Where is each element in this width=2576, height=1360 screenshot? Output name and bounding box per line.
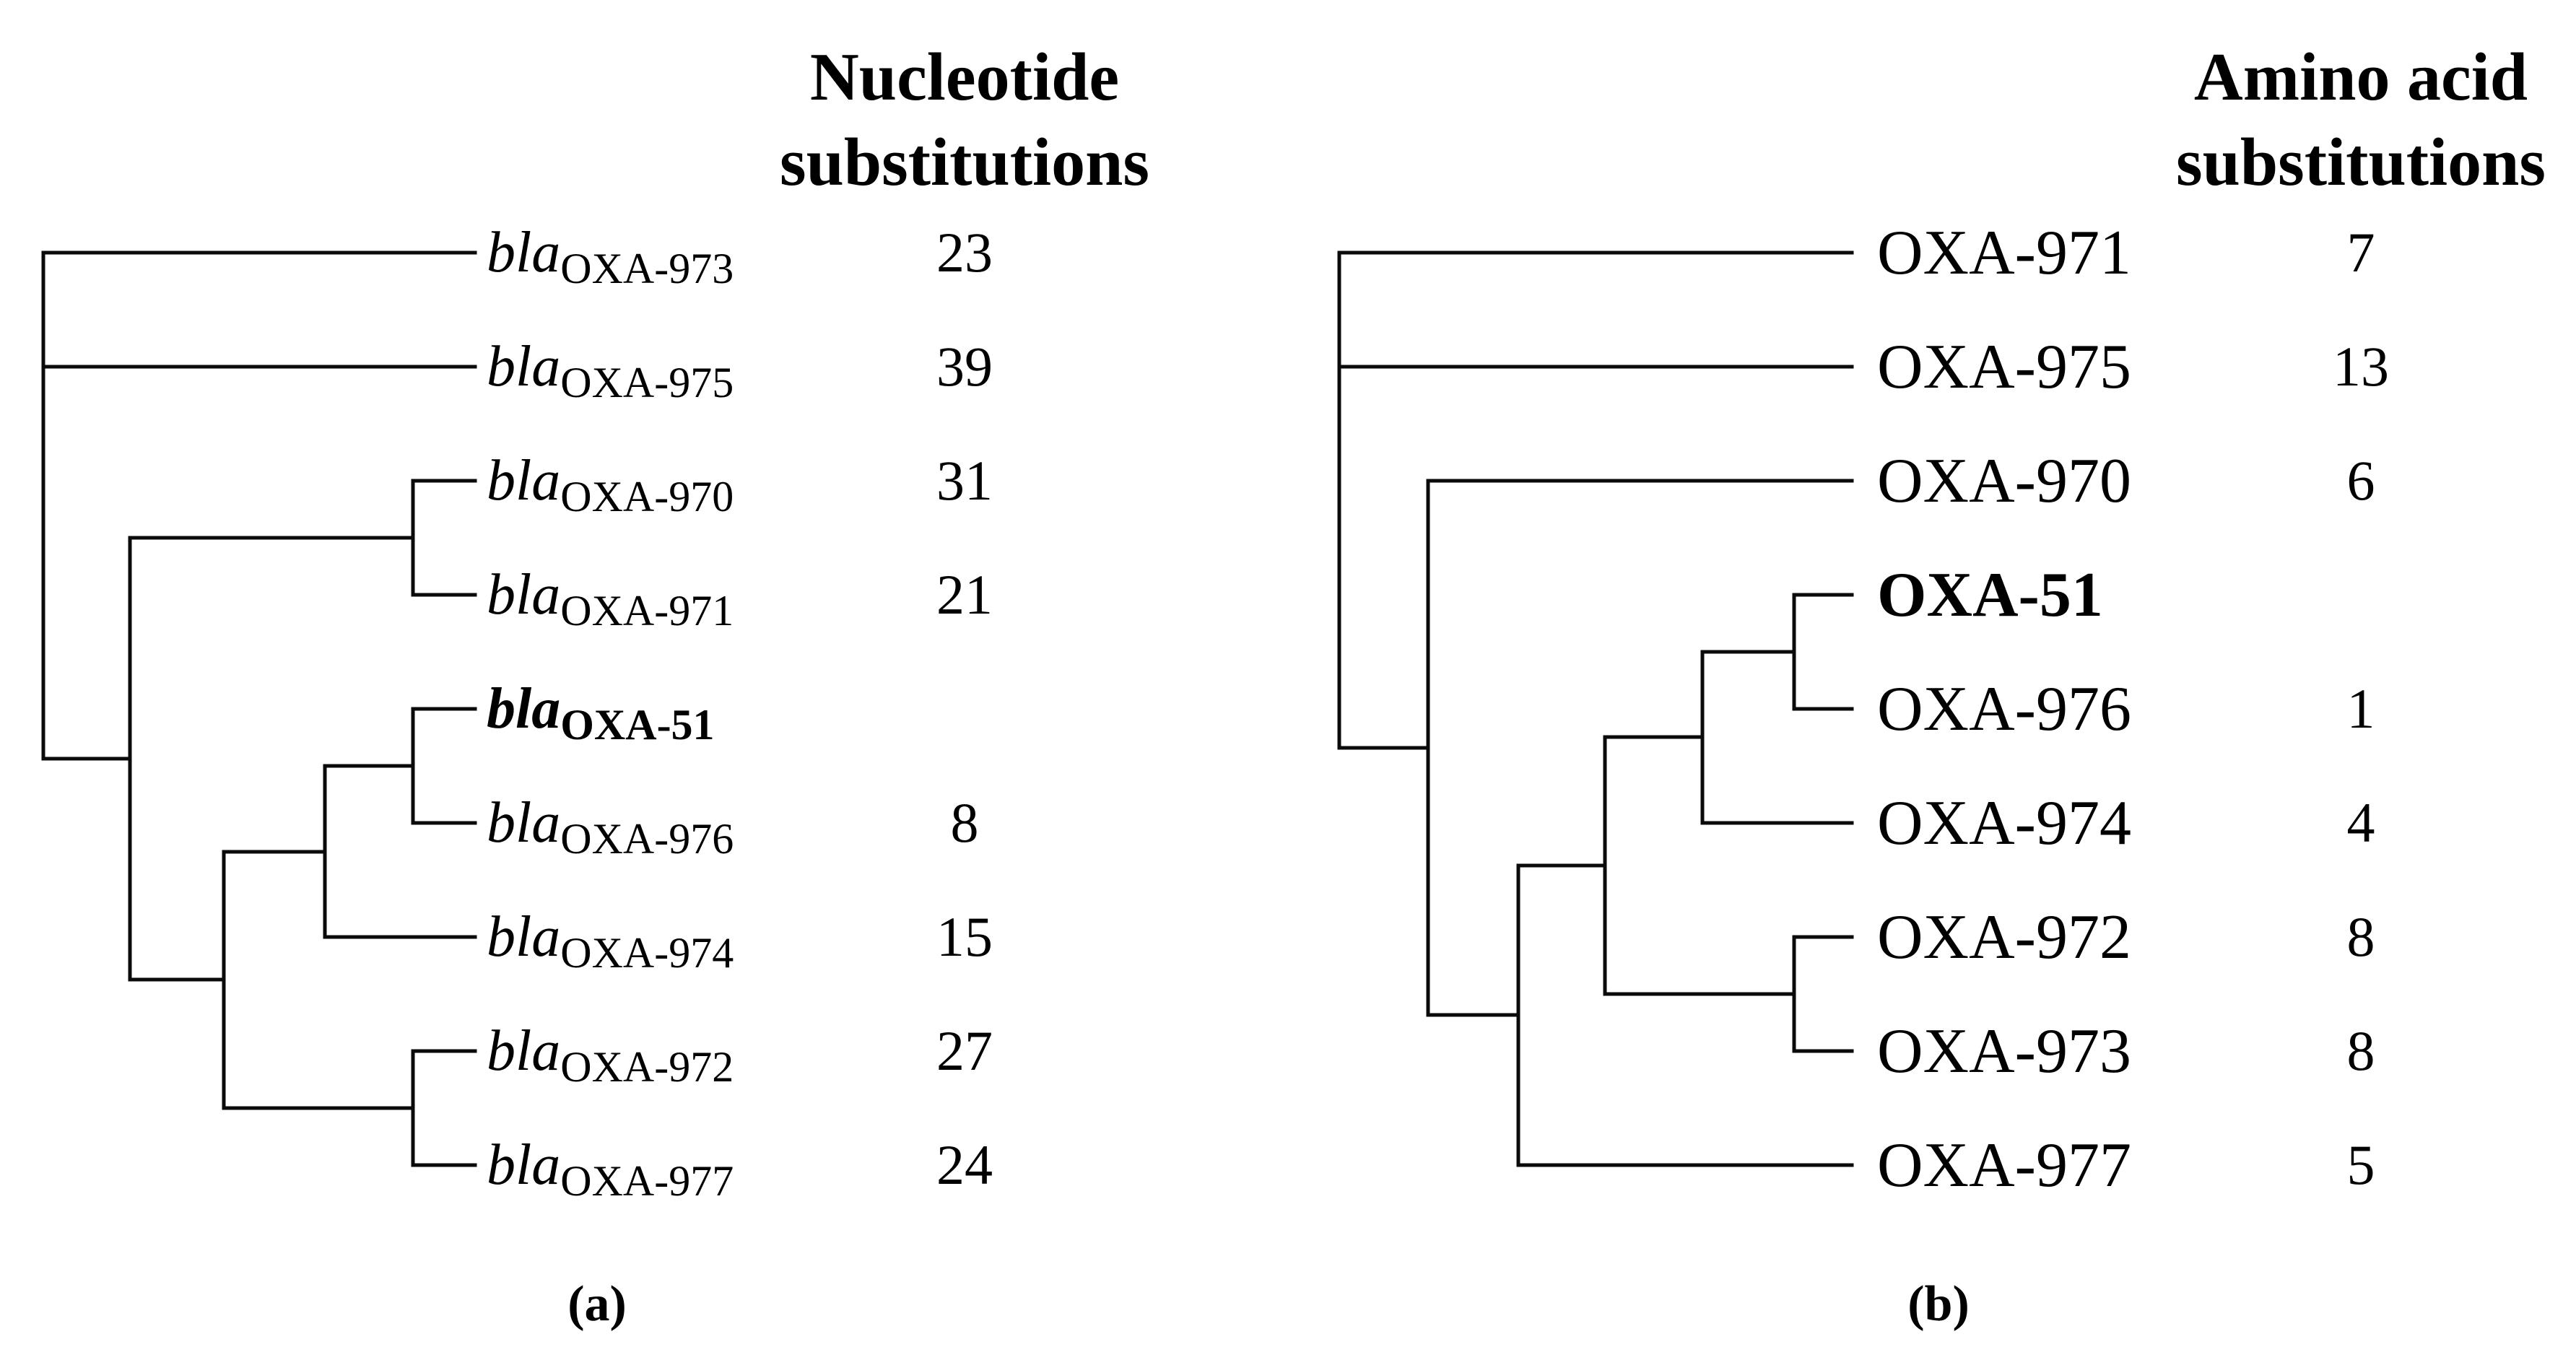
nt-subst-count-oxa-977: 24 [936,1133,993,1196]
gene-prefix: bla [487,448,561,513]
aa-subst-count-oxa-975: 13 [2333,335,2389,398]
gene-subscript: OXA-971 [560,586,734,635]
taxon-label-oxa-974: OXA-974 [1877,788,2131,858]
nt-subst-count-oxa-976: 8 [950,791,979,854]
header-a-line2: substitutions [780,125,1149,200]
nt-subst-count-oxa-51 [885,669,1044,749]
gene-prefix: bla [487,220,561,284]
gene-prefix: bla [487,1133,561,1197]
gene-subscript: OXA-51 [560,700,715,749]
header-a-line1: Nucleotide [809,40,1120,115]
aa-subst-count-oxa-973: 8 [2346,1019,2375,1082]
gene-subscript: OXA-977 [560,1156,734,1205]
gene-prefix: bla [487,562,561,627]
taxon-label-oxa-970: OXA-970 [1877,445,2131,516]
gene-subscript: OXA-970 [560,472,734,520]
gene-prefix: bla [487,334,561,398]
taxon-label-oxa-972: OXA-972 [1877,902,2131,972]
gene-prefix: bla [487,676,561,741]
aa-subst-count-oxa-974: 4 [2346,791,2375,854]
gene-prefix: bla [487,905,561,969]
aa-subst-count-oxa-971: 7 [2346,221,2375,284]
tree-b-lines [1337,250,1854,1167]
aa-subst-count-oxa-976: 1 [2346,677,2375,740]
gene-subscript: OXA-972 [560,1042,734,1091]
aa-subst-count-oxa-970: 6 [2346,449,2375,512]
gene-subscript: OXA-975 [560,358,734,406]
gene-subscript: OXA-973 [560,244,734,292]
nt-subst-count-oxa-970: 31 [936,449,993,512]
nt-subst-count-oxa-972: 27 [936,1019,993,1082]
aa-subst-count-oxa-977: 5 [2346,1133,2375,1196]
panel-b-caption: (b) [1907,1276,1970,1332]
taxon-label-oxa-975: OXA-975 [1877,331,2131,402]
nt-subst-count-oxa-975: 39 [936,335,993,398]
taxon-label-oxa-51: OXA-51 [1877,559,2103,630]
gene-prefix: bla [487,1019,561,1083]
aa-subst-count-oxa-972: 8 [2346,905,2375,968]
gene-subscript: OXA-976 [560,814,734,863]
nt-subst-count-oxa-974: 15 [936,905,993,968]
panel-a-caption: (a) [567,1276,627,1332]
taxon-label-oxa-971: OXA-971 [1877,217,2131,288]
gene-subscript: OXA-974 [560,928,734,977]
header-amino-acid-substitutions: Amino acid substitutions [2072,35,2576,205]
taxon-label-oxa-973: OXA-973 [1877,1016,2131,1086]
taxon-label-oxa-977: OXA-977 [1877,1130,2131,1200]
aa-subst-count-oxa-51 [2281,555,2440,635]
gene-prefix: bla [487,790,561,855]
taxon-label-oxa-976: OXA-976 [1877,674,2131,744]
nt-subst-count-oxa-973: 23 [936,221,993,284]
header-b-line2: substitutions [2176,125,2546,200]
nt-subst-count-oxa-971: 21 [936,563,993,626]
header-nucleotide-substitutions: Nucleotide substitutions [676,35,1253,205]
header-b-line1: Amino acid [2193,40,2528,115]
tree-a-lines [41,250,477,1167]
